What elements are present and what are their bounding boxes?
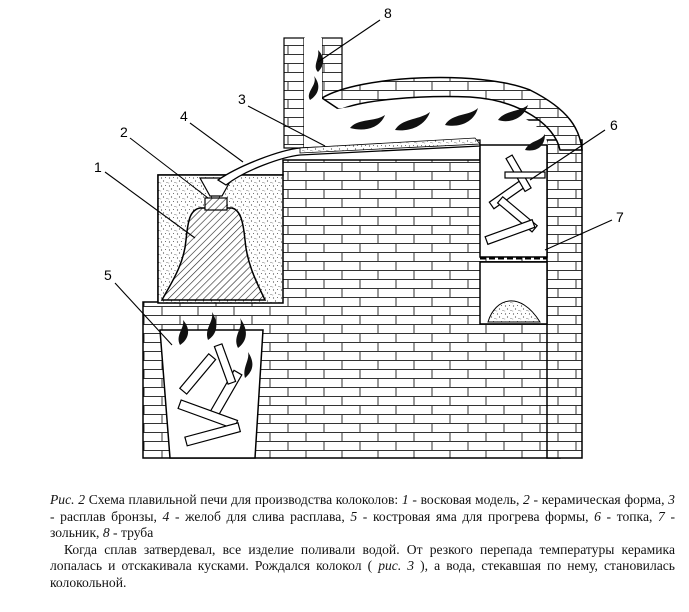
callout-2: 2: [120, 124, 128, 140]
legend-number: 7: [658, 508, 665, 524]
bonfire-flames: [178, 312, 253, 378]
bell-crown: [204, 197, 228, 211]
legend-text: - желоб для слива расплава,: [169, 508, 351, 524]
firebox-logs: [484, 154, 546, 246]
arch-roof: [320, 76, 583, 151]
right-wall: [546, 139, 583, 459]
molten-bronze: [299, 137, 481, 154]
ash-pile: [487, 300, 541, 323]
callout-8: 8: [384, 5, 392, 21]
legend-number: 2: [523, 492, 530, 507]
flue-gas: [308, 50, 545, 151]
caption-title: Схема плавильной печи для производства к…: [85, 492, 402, 507]
figure-label: Рис. 2: [50, 492, 86, 507]
legend-text: - восковая модель,: [408, 492, 524, 507]
legend-text: - топка,: [600, 508, 659, 524]
figure-reference: рис. 3: [378, 558, 415, 573]
legend-number: 4: [162, 508, 170, 524]
callout-4: 4: [180, 108, 188, 124]
caption-text: Рис. 2 Схема плавильной печи для произво…: [50, 492, 675, 542]
legend-number: 3: [668, 492, 675, 507]
callout-5: 5: [104, 267, 112, 283]
figure-caption: Рис. 2 Схема плавильной печи для произво…: [50, 492, 675, 591]
body-paragraph: Когда сплав затвердевал, все изделие пол…: [50, 542, 675, 592]
callout-7: 7: [616, 209, 624, 225]
flue-channel: [304, 38, 548, 148]
chimney-wall-left: [283, 37, 305, 149]
body-text-part1: Когда сплав затвердевал, все изделие пол…: [50, 541, 675, 574]
legend-number: 6: [594, 508, 601, 524]
legend-text: - расплав бронзы,: [50, 508, 163, 524]
legend-text: - зольник,: [50, 508, 676, 541]
legend-text: - керамическая форма,: [529, 492, 669, 507]
legend-number: 8: [102, 525, 110, 540]
callout-6: 6: [610, 117, 618, 133]
callout-3: 3: [238, 91, 246, 107]
callout-1: 1: [94, 159, 102, 175]
legend-number: 1: [401, 492, 409, 507]
bonfire-logs: [177, 343, 243, 447]
legend-text: - костровая яма для прогрева формы,: [357, 508, 595, 524]
chimney-wall-right: [321, 37, 343, 99]
furnace-diagram: 8 3 4 2 1 5 6 7: [94, 5, 624, 459]
legend-text: - труба: [109, 525, 154, 540]
bell-model: [160, 207, 267, 301]
body-text-part2: ), а вода, стекавшая по нему, становилас…: [50, 558, 675, 590]
leader-lines: [104, 19, 613, 346]
legend-number: 5: [350, 508, 358, 524]
